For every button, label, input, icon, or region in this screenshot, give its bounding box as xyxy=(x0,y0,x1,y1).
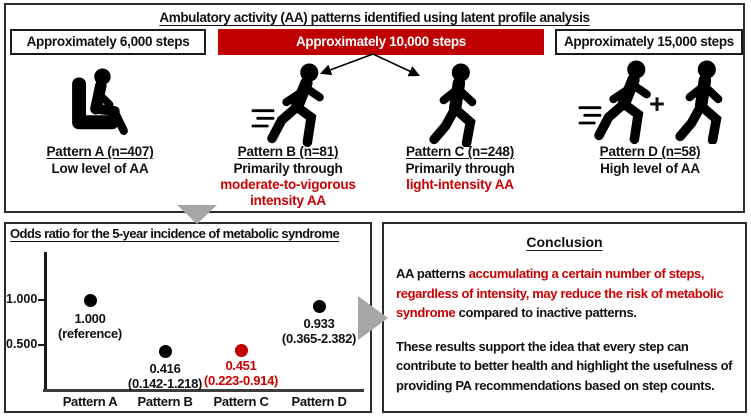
pattern-c-desc: Primarily through xyxy=(405,161,515,176)
steps-box-15000: Approximately 15,000 steps xyxy=(555,29,743,55)
conclusion-title: Conclusion xyxy=(526,234,603,250)
y-tick-label: 1.000 xyxy=(6,292,38,306)
steps-box-6000: Approximately 6,000 steps xyxy=(10,29,206,55)
conclusion-paragraph-1: AA patterns accumulating a certain numbe… xyxy=(396,264,733,323)
x-axis xyxy=(43,389,364,392)
value-label: 0.416 xyxy=(149,361,181,376)
pattern-c-block: Pattern C (n=248) Primarily through ligh… xyxy=(370,144,550,193)
walker-icon xyxy=(423,63,491,147)
data-point-pattern-a xyxy=(84,294,97,307)
plus-icon: + xyxy=(649,89,665,119)
runner-icon xyxy=(248,63,340,147)
y-axis xyxy=(44,252,47,392)
right-arrow-icon xyxy=(358,296,388,340)
pattern-b-block: Pattern B (n=81) Primarily through moder… xyxy=(198,144,378,209)
ci-label: (0.223-0.914) xyxy=(203,373,279,388)
pattern-b-name: Pattern B (n=81) xyxy=(237,144,339,159)
value-label: 0.451 xyxy=(225,358,257,373)
pattern-a-desc: Low level of AA xyxy=(51,161,149,176)
pattern-b-desc-red: moderate-to-vigorous intensity AA xyxy=(220,177,356,208)
conclusion-text-black: AA patterns xyxy=(396,266,469,281)
aa-patterns-panel: Ambulatory activity (AA) patterns identi… xyxy=(4,3,745,213)
branch-arrow-right xyxy=(372,53,421,77)
conclusion-text-black: compared to inactive patterns. xyxy=(455,305,637,320)
data-point-pattern-d xyxy=(313,300,326,313)
y-tick xyxy=(38,344,45,346)
value-label: 1.000 xyxy=(74,311,106,326)
pattern-d-name: Pattern D (n=58) xyxy=(599,144,701,159)
seated-person-icon xyxy=(58,66,142,144)
pattern-c-name: Pattern C (n=248) xyxy=(405,144,514,159)
data-point-pattern-c-highlight xyxy=(235,344,248,357)
x-axis-label: Pattern D xyxy=(291,394,347,409)
conclusion-paragraph-2: These results support the idea that ever… xyxy=(396,338,733,393)
odds-ratio-chart-panel: Odds ratio for the 5-year incidence of m… xyxy=(4,222,372,413)
y-tick-label: 0.500 xyxy=(6,337,38,351)
conclusion-panel: Conclusion AA patterns accumulating a ce… xyxy=(382,222,747,413)
pattern-d-block: Pattern D (n=58) High level of AA xyxy=(560,144,740,177)
x-axis-label: Pattern B xyxy=(137,394,193,409)
ci-label: (0.142-1.218) xyxy=(127,376,203,391)
pattern-a-name: Pattern A (n=407) xyxy=(46,144,154,159)
ci-label: (0.365-2.382) xyxy=(281,331,357,346)
conclusion-text-red: accumulating a certain number of steps, … xyxy=(396,266,724,320)
chart-title: Odds ratio for the 5-year incidence of m… xyxy=(10,226,340,241)
ci-label: (reference) xyxy=(58,326,122,341)
y-tick xyxy=(38,299,45,301)
down-arrow-icon xyxy=(177,205,217,224)
pattern-a-block: Pattern A (n=407) Low level of AA xyxy=(10,144,190,177)
data-point-pattern-b xyxy=(159,345,172,358)
pattern-d-desc: High level of AA xyxy=(600,161,700,176)
x-axis-label: Pattern C xyxy=(213,394,269,409)
value-label: 0.933 xyxy=(303,316,335,331)
walker-icon xyxy=(669,60,737,144)
pattern-b-desc: Primarily through xyxy=(233,161,343,176)
pattern-c-desc-red: light-intensity AA xyxy=(406,177,514,192)
steps-box-10000: Approximately 10,000 steps xyxy=(218,29,544,55)
x-axis-label: Pattern A xyxy=(62,394,118,409)
panel-title: Ambulatory activity (AA) patterns identi… xyxy=(159,10,590,25)
